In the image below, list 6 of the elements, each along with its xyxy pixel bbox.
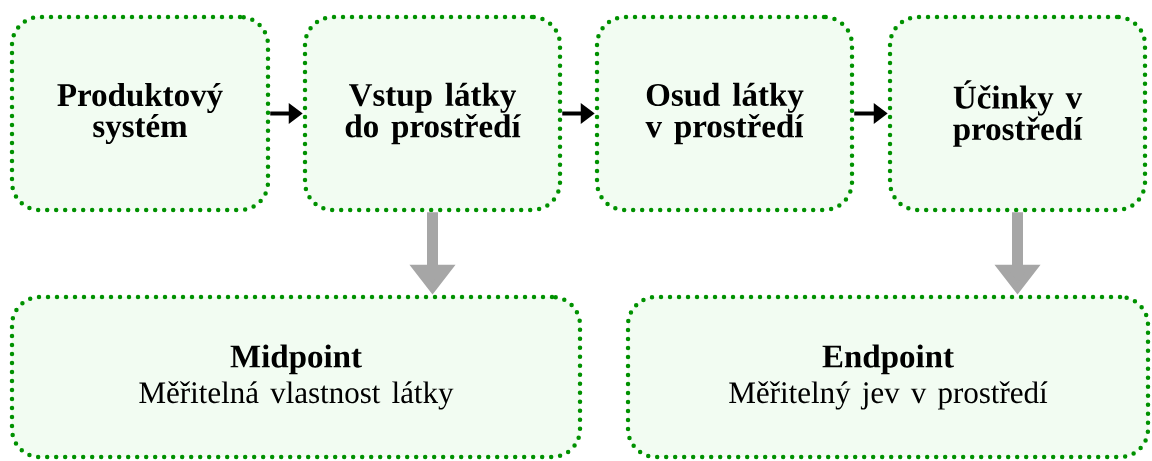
process-box: Osud látky v prostředí	[594, 14, 855, 213]
result-box: Endpoint Měřitelný jev v prostředí	[625, 294, 1151, 460]
process-box: Produktový systém	[9, 14, 271, 213]
result-box: Midpoint Měřitelná vlastnost látky	[9, 294, 583, 460]
process-box: Vstup látky do prostředí	[302, 14, 563, 213]
process-box: Účinky v prostředí	[887, 14, 1148, 213]
